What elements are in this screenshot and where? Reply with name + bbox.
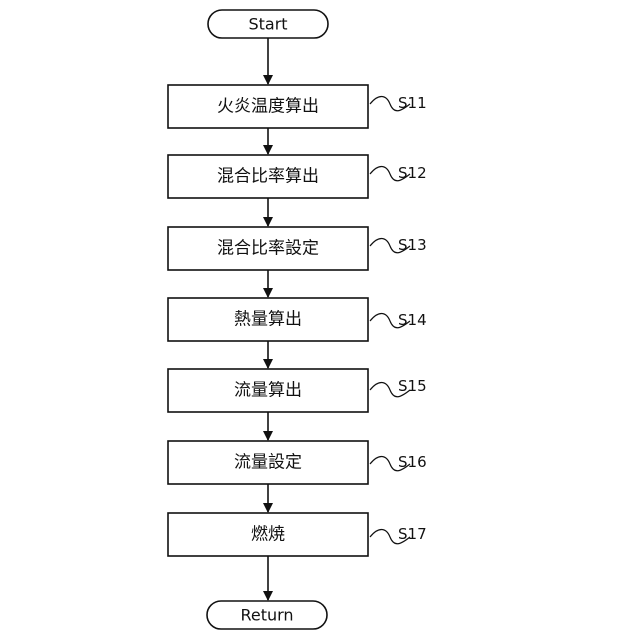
return-label: Return <box>240 606 293 625</box>
step-s11: 火炎温度算出 S11 <box>168 85 427 128</box>
step-s15-text: 流量算出 <box>234 381 302 401</box>
step-s14-label: S14 <box>398 311 427 329</box>
step-s17-text: 燃焼 <box>251 525 285 545</box>
step-s13-label: S13 <box>398 236 427 254</box>
step-s11-label: S11 <box>398 94 427 112</box>
step-s16: 流量設定 S16 <box>168 441 427 484</box>
step-s12: 混合比率算出 S12 <box>168 155 427 198</box>
step-s12-label: S12 <box>398 164 427 182</box>
step-s14-text: 熱量算出 <box>234 310 302 330</box>
step-s15-label: S15 <box>398 377 427 395</box>
start-label: Start <box>248 15 287 34</box>
return-terminal: Return <box>207 601 327 629</box>
start-terminal: Start <box>208 10 328 38</box>
step-s16-text: 流量設定 <box>234 453 302 473</box>
step-s11-text: 火炎温度算出 <box>217 97 319 117</box>
step-s17-label: S17 <box>398 525 427 543</box>
step-s13-text: 混合比率設定 <box>217 239 319 259</box>
step-s16-label: S16 <box>398 453 427 471</box>
step-s15: 流量算出 S15 <box>168 369 427 412</box>
step-s12-text: 混合比率算出 <box>217 167 319 187</box>
step-s17: 燃焼 S17 <box>168 513 427 556</box>
step-s14: 熱量算出 S14 <box>168 298 427 341</box>
step-s13: 混合比率設定 S13 <box>168 227 427 270</box>
